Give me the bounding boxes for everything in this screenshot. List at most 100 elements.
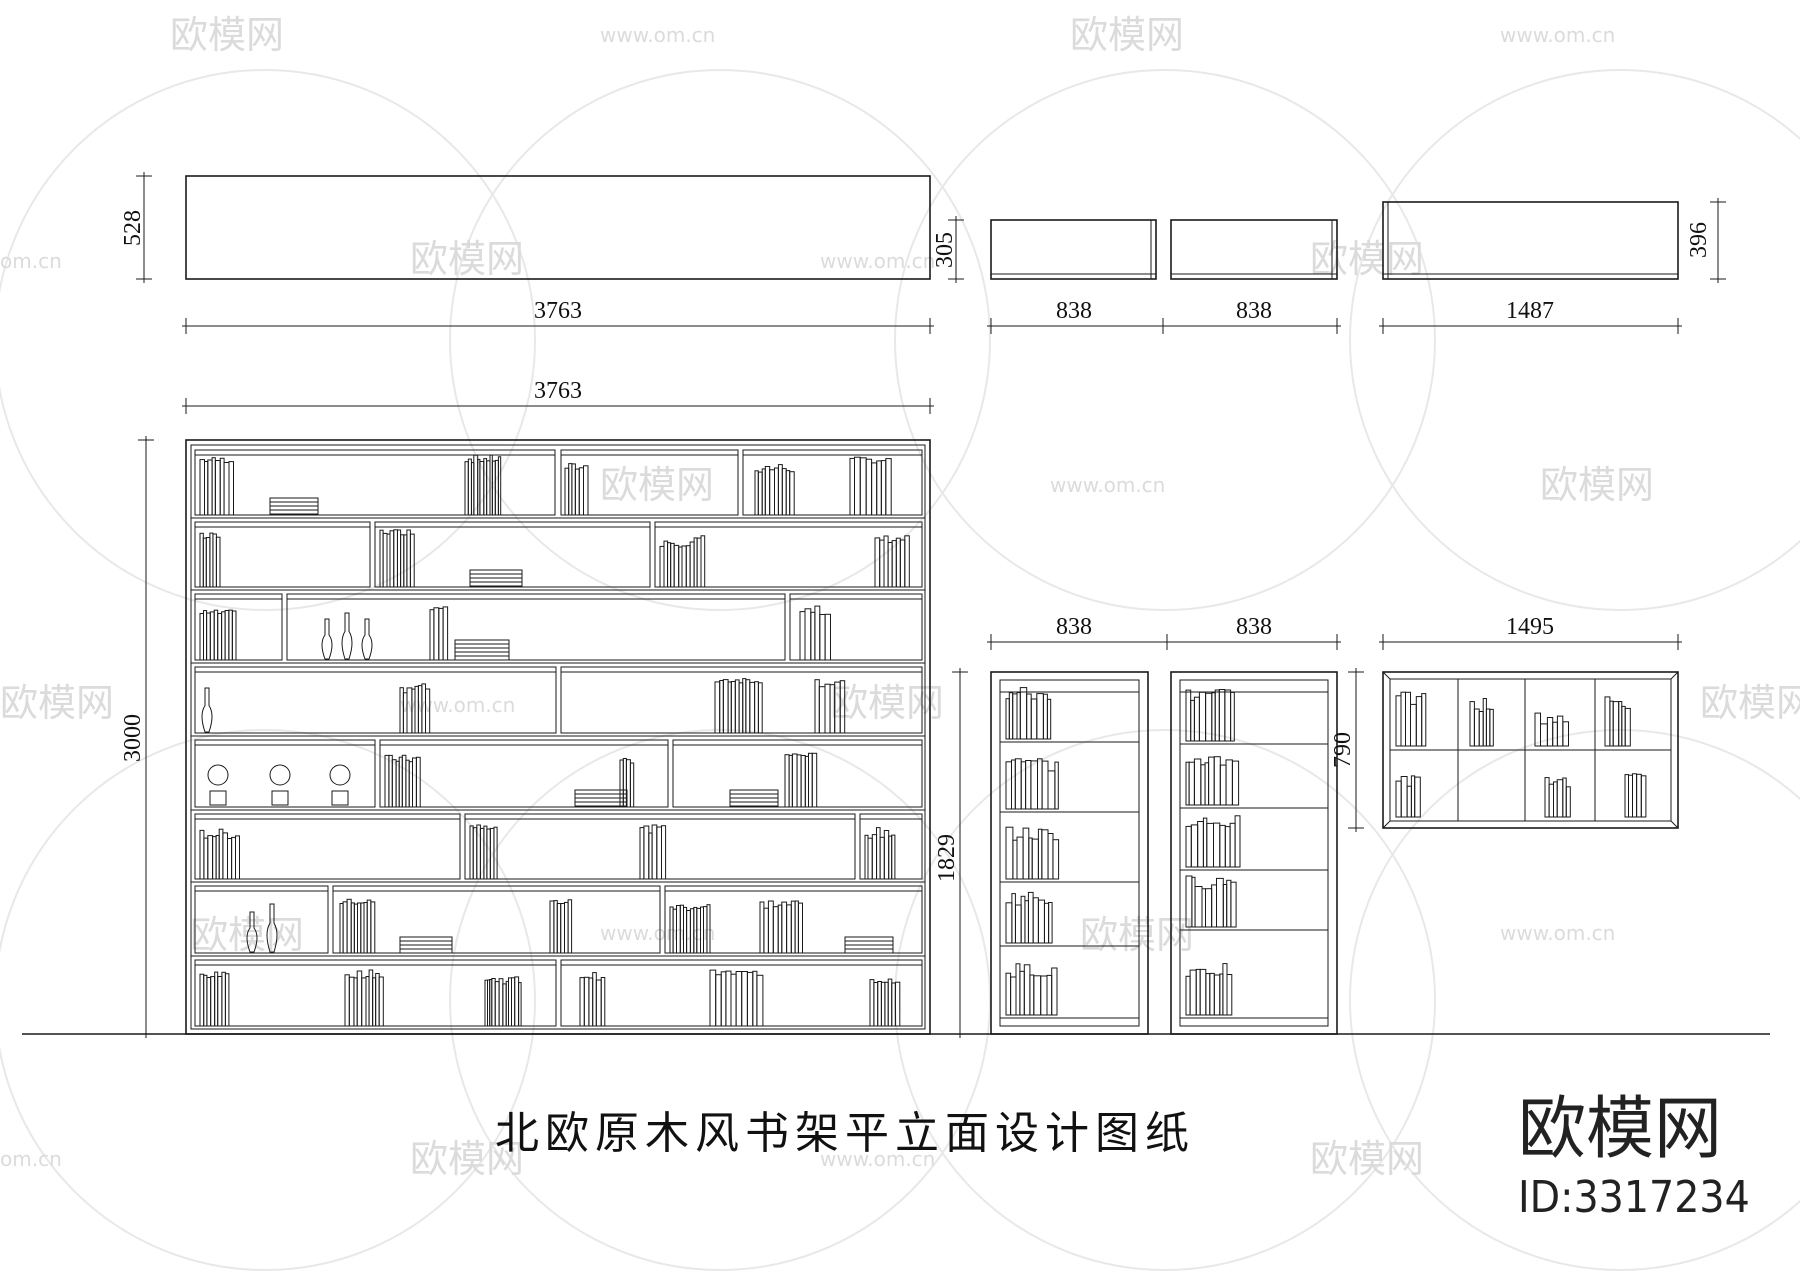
book xyxy=(442,606,449,661)
book xyxy=(1612,701,1620,747)
book xyxy=(1023,964,1031,1016)
book-stack xyxy=(469,573,523,579)
book xyxy=(804,608,812,661)
book xyxy=(231,610,237,661)
watermark-url: www.om.cn xyxy=(1050,473,1165,497)
book xyxy=(894,981,901,1027)
book xyxy=(518,982,522,1027)
book xyxy=(879,539,885,588)
book xyxy=(757,471,763,516)
book xyxy=(819,614,826,661)
book xyxy=(1026,693,1032,740)
book xyxy=(1230,881,1237,928)
book xyxy=(378,976,384,1027)
book xyxy=(344,974,350,1027)
book xyxy=(756,974,764,1027)
book xyxy=(799,611,806,661)
book xyxy=(791,753,798,808)
elev-main-bookcase xyxy=(185,439,931,1035)
book xyxy=(789,471,795,516)
vase xyxy=(361,618,373,660)
plan-small-1-outline xyxy=(990,219,1157,280)
watermark-logo: 欧模网 xyxy=(170,13,284,57)
watermark-logo: 欧模网 xyxy=(1070,13,1184,57)
shelf-compartment xyxy=(194,813,461,880)
book xyxy=(1400,691,1406,747)
book xyxy=(217,613,223,661)
book xyxy=(880,981,886,1027)
book xyxy=(223,462,230,516)
plan-small-1-width-label: 838 xyxy=(1056,298,1092,324)
book xyxy=(1015,963,1021,1016)
book xyxy=(356,970,363,1027)
book-stack xyxy=(454,651,510,657)
book xyxy=(1193,696,1200,742)
book xyxy=(1219,824,1226,868)
book xyxy=(777,464,783,516)
book xyxy=(869,979,875,1027)
watermark-logo: 欧模网 xyxy=(830,681,944,725)
book xyxy=(1016,836,1024,880)
elev-wall-unit xyxy=(1382,671,1679,829)
book xyxy=(1005,902,1013,944)
book xyxy=(1190,699,1195,742)
book xyxy=(391,759,397,808)
book xyxy=(764,466,771,516)
book xyxy=(1548,783,1554,818)
book xyxy=(781,468,787,516)
book-stack xyxy=(469,581,523,587)
book xyxy=(1190,824,1199,868)
watermark-logo: 欧模网 xyxy=(410,1137,524,1181)
book xyxy=(1414,776,1421,818)
book xyxy=(777,904,783,954)
book xyxy=(491,978,496,1027)
watermark-logo: 欧模网 xyxy=(0,681,114,725)
book xyxy=(595,979,602,1027)
book xyxy=(1624,774,1629,818)
book xyxy=(709,969,717,1027)
book xyxy=(1230,691,1235,742)
book xyxy=(209,611,215,661)
book-stack xyxy=(729,789,779,795)
book-stack xyxy=(399,944,453,950)
book xyxy=(1036,693,1044,740)
book xyxy=(629,762,635,808)
book xyxy=(1624,707,1631,747)
book xyxy=(1019,687,1028,740)
shelf-compartment xyxy=(742,449,923,516)
book xyxy=(1185,825,1192,868)
book xyxy=(746,971,754,1027)
book xyxy=(1216,877,1224,928)
book xyxy=(1485,708,1491,747)
elev-small-2-bookcase xyxy=(1170,671,1338,1035)
book xyxy=(1395,780,1402,818)
book xyxy=(1628,774,1633,818)
watermark-short: om.cn xyxy=(0,1147,62,1171)
book-stack xyxy=(574,793,628,799)
book xyxy=(1011,759,1016,810)
book xyxy=(1234,815,1241,868)
book xyxy=(1046,974,1053,1016)
book-stack xyxy=(844,936,894,942)
book xyxy=(211,457,216,516)
book xyxy=(429,609,435,661)
book xyxy=(372,977,377,1027)
book xyxy=(1219,764,1227,806)
book xyxy=(1553,781,1558,818)
book xyxy=(560,903,566,954)
book xyxy=(1400,776,1408,818)
book xyxy=(883,830,890,880)
book xyxy=(1037,899,1046,944)
ornament-base xyxy=(271,790,289,806)
book xyxy=(730,973,737,1027)
book xyxy=(818,686,826,734)
book xyxy=(1632,773,1638,818)
book xyxy=(1047,833,1054,880)
book xyxy=(1048,902,1053,944)
book-stack xyxy=(574,801,628,807)
watermark-logo: 欧模网 xyxy=(1540,463,1654,507)
book xyxy=(891,834,896,880)
book xyxy=(1008,692,1014,740)
book xyxy=(1213,756,1221,806)
